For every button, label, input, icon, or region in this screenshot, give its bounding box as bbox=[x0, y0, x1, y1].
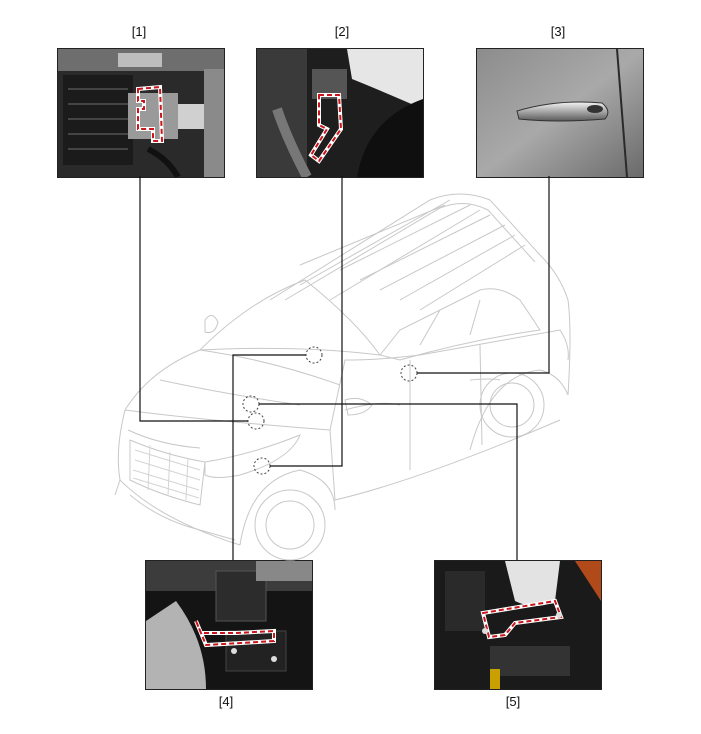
photo-2-antenna bbox=[256, 48, 424, 178]
photo-5-rear-antenna bbox=[434, 560, 602, 690]
photo-4-floor-antenna bbox=[145, 560, 313, 690]
label-3: [3] bbox=[550, 24, 566, 39]
label-4: [4] bbox=[218, 694, 234, 709]
photo-3-door-handle bbox=[476, 48, 644, 178]
label-1: [1] bbox=[131, 24, 147, 39]
label-2: [2] bbox=[334, 24, 350, 39]
photo-1-smart-key-unit bbox=[57, 48, 225, 178]
label-5: [5] bbox=[505, 694, 521, 709]
